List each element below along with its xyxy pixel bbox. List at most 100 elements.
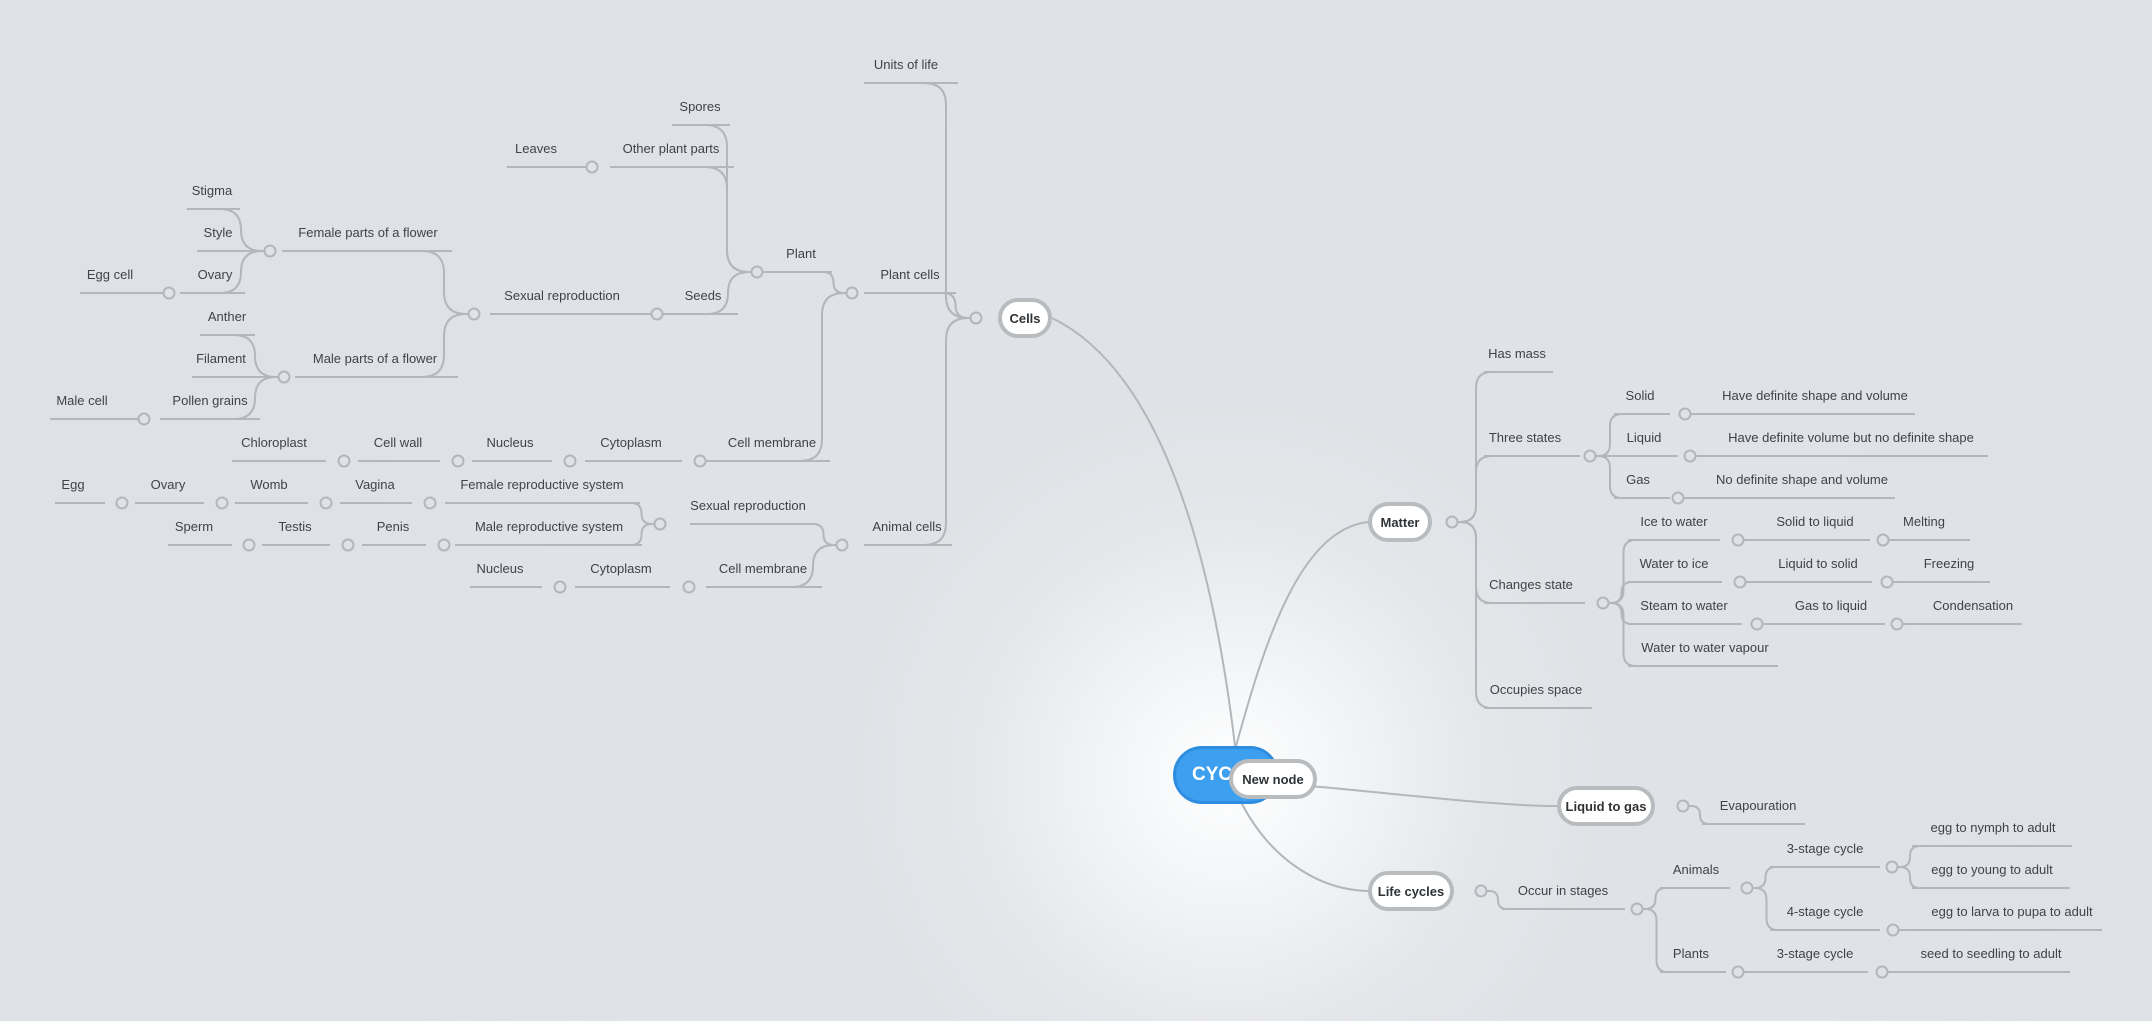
topic-egg-to-larva[interactable]: egg to larva to pupa to adult [1931, 904, 2093, 919]
topic-animal-ovary[interactable]: Ovary [150, 477, 186, 492]
topic-liquid[interactable]: Liquid [1626, 430, 1662, 445]
topic-animals[interactable]: Animals [1672, 862, 1720, 877]
knob-penis[interactable] [341, 538, 355, 552]
topic-freezing[interactable]: Freezing [1923, 556, 1975, 571]
topic-animal-cells[interactable]: Animal cells [872, 519, 942, 534]
topic-female-parts[interactable]: Female parts of a flower [298, 225, 438, 240]
topic-occur-in-stages[interactable]: Occur in stages [1517, 883, 1609, 898]
knob-plant-cells[interactable] [845, 286, 859, 300]
topic-male-cell[interactable]: Male cell [56, 393, 108, 408]
topic-other-plant-parts[interactable]: Other plant parts [622, 141, 720, 156]
knob-cell-wall[interactable] [337, 454, 351, 468]
knob-animal-sexual-reproduction[interactable] [653, 517, 667, 531]
topic-filament[interactable]: Filament [196, 351, 246, 366]
topic-gas-desc[interactable]: No definite shape and volume [1715, 472, 1889, 487]
topic-three-states[interactable]: Three states [1488, 430, 1562, 445]
topic-evapouration[interactable]: Evapouration [1719, 798, 1797, 813]
topic-plants[interactable]: Plants [1672, 946, 1710, 961]
topic-ovary[interactable]: Ovary [197, 267, 233, 282]
topic-water-to-vapour[interactable]: Water to water vapour [1641, 640, 1769, 655]
knob-cells[interactable] [969, 311, 983, 325]
knob-nucleus[interactable] [451, 454, 465, 468]
knob-four-stage-cycle[interactable] [1886, 923, 1900, 937]
topic-cells[interactable]: Cells [998, 298, 1052, 338]
knob-solid-to-liquid[interactable] [1876, 533, 1890, 547]
topic-liquid-to-solid[interactable]: Liquid to solid [1778, 556, 1858, 571]
knob-pollen-grains[interactable] [137, 412, 151, 426]
topic-testis[interactable]: Testis [278, 519, 312, 534]
knob-male-parts[interactable] [277, 370, 291, 384]
topic-three-stage-cycle[interactable]: 3-stage cycle [1786, 841, 1864, 856]
knob-plant[interactable] [750, 265, 764, 279]
topic-cytoplasm[interactable]: Cytoplasm [600, 435, 662, 450]
topic-liquid-desc[interactable]: Have definite volume but no definite sha… [1728, 430, 1974, 445]
topic-seeds[interactable]: Seeds [684, 288, 722, 303]
topic-new-node[interactable]: New node [1229, 759, 1317, 799]
knob-cell-membrane[interactable] [693, 454, 707, 468]
knob-solid[interactable] [1678, 407, 1692, 421]
knob-ice-to-water[interactable] [1731, 533, 1745, 547]
topic-egg-cell[interactable]: Egg cell [86, 267, 134, 282]
topic-animal-sexual-reproduction[interactable]: Sexual reproduction [690, 498, 806, 513]
topic-plant-cells[interactable]: Plant cells [880, 267, 940, 282]
topic-penis[interactable]: Penis [376, 519, 410, 534]
knob-testis[interactable] [242, 538, 256, 552]
topic-animal-nucleus[interactable]: Nucleus [476, 561, 524, 576]
topic-solid-desc[interactable]: Have definite shape and volume [1722, 388, 1908, 403]
knob-female-reproductive-system[interactable] [423, 496, 437, 510]
topic-melting[interactable]: Melting [1903, 514, 1945, 529]
topic-water-to-ice[interactable]: Water to ice [1639, 556, 1709, 571]
knob-matter[interactable] [1445, 515, 1459, 529]
topic-spores[interactable]: Spores [679, 99, 721, 114]
knob-liquid-to-gas[interactable] [1676, 799, 1690, 813]
topic-animal-cytoplasm[interactable]: Cytoplasm [590, 561, 652, 576]
knob-sexual-reproduction[interactable] [467, 307, 481, 321]
knob-gas-to-liquid[interactable] [1890, 617, 1904, 631]
topic-has-mass[interactable]: Has mass [1488, 346, 1546, 361]
topic-condensation[interactable]: Condensation [1932, 598, 2014, 613]
topic-units-of-life[interactable]: Units of life [873, 57, 939, 72]
topic-life-cycles[interactable]: Life cycles [1368, 871, 1454, 911]
topic-male-parts[interactable]: Male parts of a flower [312, 351, 438, 366]
topic-gas-to-liquid[interactable]: Gas to liquid [1794, 598, 1868, 613]
topic-gas[interactable]: Gas [1626, 472, 1650, 487]
knob-seeds[interactable] [650, 307, 664, 321]
knob-animal-cells[interactable] [835, 538, 849, 552]
knob-gas[interactable] [1671, 491, 1685, 505]
knob-animal-ovary[interactable] [115, 496, 129, 510]
topic-stigma[interactable]: Stigma [191, 183, 233, 198]
topic-vagina[interactable]: Vagina [355, 477, 395, 492]
topic-animal-cell-membrane[interactable]: Cell membrane [718, 561, 808, 576]
topic-cell-membrane[interactable]: Cell membrane [727, 435, 817, 450]
knob-three-stage-cycle[interactable] [1885, 860, 1899, 874]
knob-water-to-ice[interactable] [1733, 575, 1747, 589]
topic-plant[interactable]: Plant [786, 246, 816, 261]
topic-leaves[interactable]: Leaves [515, 141, 557, 156]
topic-egg[interactable]: Egg [61, 477, 85, 492]
knob-ovary[interactable] [162, 286, 176, 300]
topic-liquid-to-gas[interactable]: Liquid to gas [1557, 786, 1655, 826]
knob-other-plant-parts[interactable] [585, 160, 599, 174]
knob-female-parts[interactable] [263, 244, 277, 258]
topic-sexual-reproduction[interactable]: Sexual reproduction [504, 288, 620, 303]
topic-egg-to-young[interactable]: egg to young to adult [1931, 862, 2053, 877]
knob-occur-in-stages[interactable] [1630, 902, 1644, 916]
knob-plants[interactable] [1731, 965, 1745, 979]
knob-plants-three-stage-cycle[interactable] [1875, 965, 1889, 979]
topic-ice-to-water[interactable]: Ice to water [1640, 514, 1708, 529]
topic-steam-to-water[interactable]: Steam to water [1640, 598, 1728, 613]
knob-womb[interactable] [215, 496, 229, 510]
topic-womb[interactable]: Womb [250, 477, 288, 492]
topic-female-reproductive-system[interactable]: Female reproductive system [460, 477, 624, 492]
knob-male-reproductive-system[interactable] [437, 538, 451, 552]
topic-egg-to-nymph[interactable]: egg to nymph to adult [1930, 820, 2056, 835]
knob-cytoplasm[interactable] [563, 454, 577, 468]
topic-four-stage-cycle[interactable]: 4-stage cycle [1786, 904, 1864, 919]
knob-changes-state[interactable] [1596, 596, 1610, 610]
topic-male-reproductive-system[interactable]: Male reproductive system [474, 519, 624, 534]
topic-cell-wall[interactable]: Cell wall [373, 435, 423, 450]
topic-style[interactable]: Style [203, 225, 233, 240]
topic-seed-to-seedling[interactable]: seed to seedling to adult [1920, 946, 2062, 961]
topic-nucleus[interactable]: Nucleus [486, 435, 534, 450]
topic-changes-state[interactable]: Changes state [1489, 577, 1573, 592]
